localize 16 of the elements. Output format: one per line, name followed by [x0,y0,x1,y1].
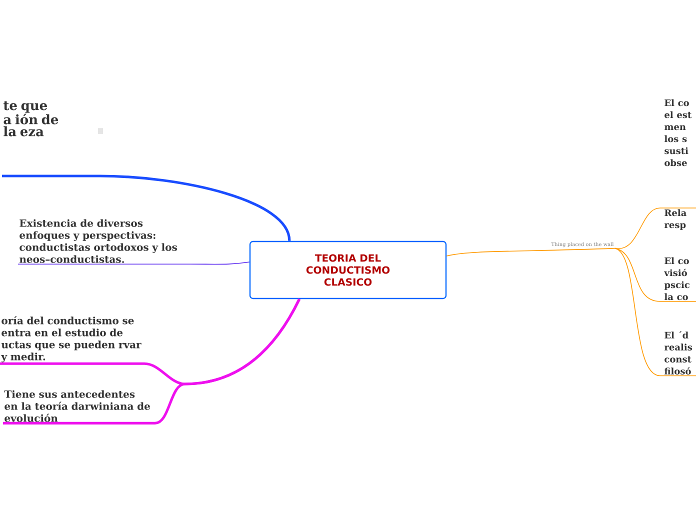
branch-line [446,248,616,256]
branch-line [18,262,250,265]
subtopic-text: El ´d realis const filosó [664,331,692,375]
subtopic-text: El co el est men los s susti obse [664,99,692,166]
subtopic-text: te que a ión de la eza [4,101,58,136]
branch-line [614,208,696,249]
branch-line [2,174,291,242]
subtopic-text: Existencia de diversos enfoques y perspectivas: conductistas ortodoxos y los neos–conductistas. [20,219,177,263]
subtopic-text: oría del conductismo se entra en el estudio de uctas que se pueden rvar y medir. [1,316,142,362]
branch-line [614,248,696,376]
subtopic-text: El co visió pscic la co [664,257,690,300]
subtopic-text: Rela resp [664,209,686,230]
branch-line [3,298,301,424]
branch-line [614,248,696,302]
subtopic-text: Tiene sus antecedentes en la teoría darwiniana de evolución [4,390,150,422]
topic-box: TEORIA DEL CONDUCTISMO CLASICO [249,240,447,300]
